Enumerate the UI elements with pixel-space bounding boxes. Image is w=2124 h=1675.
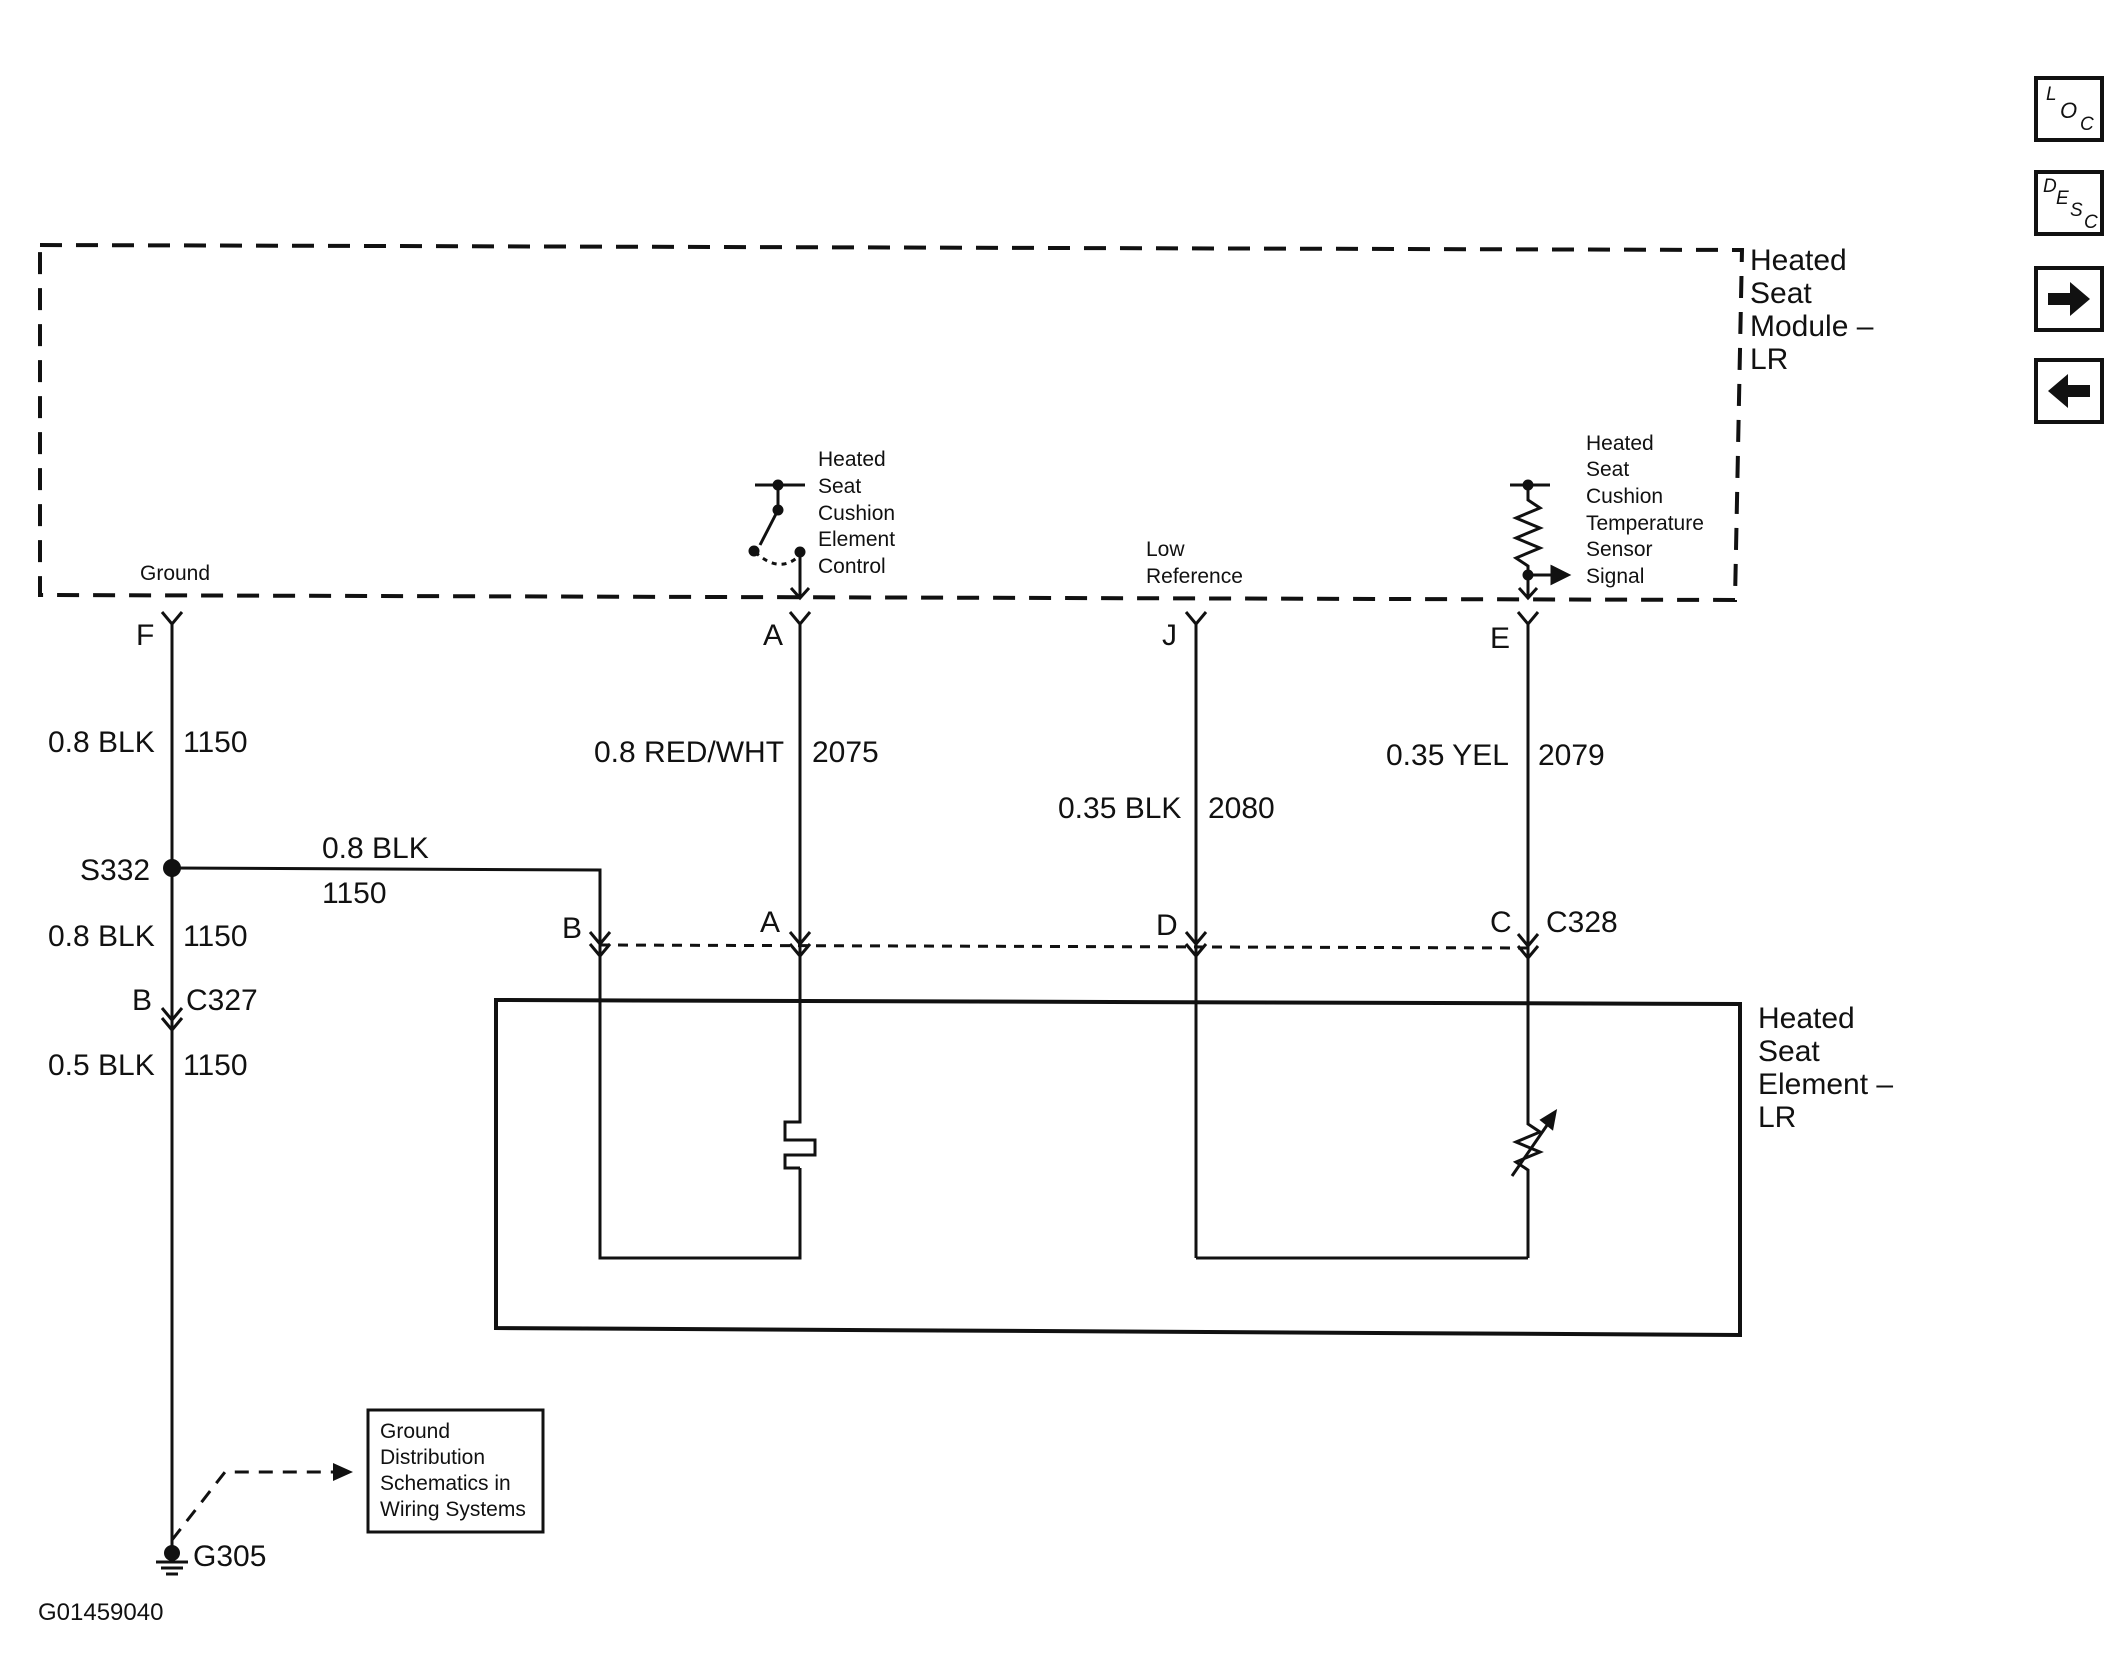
wire-label-ground-bottom: 0.5 BLK 1150 bbox=[48, 1049, 248, 1082]
svg-text:C327: C327 bbox=[186, 984, 258, 1017]
svg-text:Temperature: Temperature bbox=[1586, 512, 1704, 535]
svg-text:Seat: Seat bbox=[1750, 277, 1812, 310]
svg-text:Schematics in: Schematics in bbox=[380, 1472, 511, 1495]
module-pin-j: J bbox=[1162, 611, 1208, 652]
reference-leader bbox=[170, 1463, 353, 1541]
connector-c327: B C327 bbox=[132, 984, 258, 1033]
splice-s332: S332 bbox=[80, 854, 181, 887]
svg-text:B: B bbox=[562, 912, 582, 945]
svg-text:0.5 BLK: 0.5 BLK bbox=[48, 1049, 155, 1082]
svg-text:A: A bbox=[763, 619, 783, 652]
svg-text:0.8 BLK: 0.8 BLK bbox=[48, 726, 155, 759]
svg-text:LR: LR bbox=[1758, 1101, 1796, 1134]
svg-text:F: F bbox=[136, 619, 154, 652]
svg-text:S332: S332 bbox=[80, 854, 150, 887]
temp-sensor-resistor bbox=[1510, 479, 1572, 601]
svg-text:Sensor: Sensor bbox=[1586, 538, 1653, 561]
svg-text:2075: 2075 bbox=[812, 736, 879, 769]
svg-text:Reference: Reference bbox=[1146, 565, 1243, 588]
module-name: Heated Seat Module – LR bbox=[1750, 244, 1874, 376]
next-button[interactable] bbox=[2034, 266, 2104, 332]
ground-label: Ground bbox=[140, 562, 210, 585]
svg-text:Distribution: Distribution bbox=[380, 1446, 485, 1469]
svg-text:E: E bbox=[1490, 622, 1510, 655]
control-label: Heated Seat Cushion Element Control bbox=[818, 448, 895, 578]
svg-text:C328: C328 bbox=[1546, 906, 1618, 939]
element-boundary bbox=[494, 997, 1742, 1338]
wires bbox=[170, 624, 1530, 1530]
connector-c328: B A D C C328 bbox=[562, 906, 1618, 961]
svg-text:0.8 BLK: 0.8 BLK bbox=[48, 920, 155, 953]
svg-text:1150: 1150 bbox=[183, 920, 248, 953]
svg-text:C: C bbox=[1490, 906, 1512, 939]
svg-text:2080: 2080 bbox=[1208, 792, 1275, 825]
module-pin-e: E bbox=[1490, 611, 1540, 655]
ground-g305: G305 bbox=[156, 1530, 266, 1576]
svg-text:Wiring Systems: Wiring Systems bbox=[380, 1498, 526, 1521]
svg-text:1150: 1150 bbox=[183, 1049, 248, 1082]
svg-text:0.35 BLK: 0.35 BLK bbox=[1058, 792, 1181, 825]
svg-text:Element –: Element – bbox=[1758, 1068, 1893, 1101]
svg-text:B: B bbox=[132, 984, 152, 1017]
svg-text:Heated: Heated bbox=[1750, 244, 1847, 277]
wire-label-low-ref: 0.35 BLK 2080 bbox=[1058, 792, 1275, 825]
svg-text:Signal: Signal bbox=[1586, 565, 1644, 588]
module-boundary bbox=[38, 242, 1745, 603]
svg-text:Heated: Heated bbox=[1758, 1002, 1855, 1035]
svg-text:Low: Low bbox=[1146, 538, 1185, 561]
svg-text:Heated: Heated bbox=[1586, 432, 1654, 455]
desc-button[interactable]: D E S C bbox=[2034, 170, 2104, 236]
svg-text:1150: 1150 bbox=[183, 726, 248, 759]
svg-text:Seat: Seat bbox=[1758, 1035, 1820, 1068]
previous-button[interactable] bbox=[2034, 358, 2104, 424]
svg-text:G305: G305 bbox=[193, 1540, 266, 1573]
svg-text:Seat: Seat bbox=[1586, 458, 1629, 481]
svg-text:LR: LR bbox=[1750, 343, 1788, 376]
heating-element-symbol bbox=[783, 1110, 817, 1170]
control-switch-symbol bbox=[748, 479, 811, 601]
module-pin-f: F bbox=[136, 611, 184, 652]
wire-label-ground-mid: 0.8 BLK 1150 bbox=[48, 920, 248, 953]
svg-text:Module –: Module – bbox=[1750, 310, 1874, 343]
svg-text:2079: 2079 bbox=[1538, 739, 1605, 772]
element-name: Heated Seat Element – LR bbox=[1758, 1002, 1893, 1134]
svg-text:D: D bbox=[1156, 909, 1178, 942]
svg-text:J: J bbox=[1162, 619, 1177, 652]
svg-text:Heated: Heated bbox=[818, 448, 886, 471]
svg-text:Ground: Ground bbox=[380, 1420, 450, 1443]
loc-button[interactable]: L O C bbox=[2034, 76, 2104, 142]
svg-text:Seat: Seat bbox=[818, 475, 861, 498]
temperature-label: Heated Seat Cushion Temperature Sensor S… bbox=[1586, 432, 1704, 588]
svg-text:Element: Element bbox=[818, 528, 895, 551]
module-pin-a: A bbox=[763, 611, 812, 652]
wire-label-splice-branch: 0.8 BLK 1150 bbox=[322, 832, 429, 910]
svg-text:A: A bbox=[760, 906, 780, 939]
wire-label-ground-top: 0.8 BLK 1150 bbox=[48, 726, 248, 759]
arrow-right-icon bbox=[2048, 282, 2090, 316]
svg-text:Cushion: Cushion bbox=[1586, 485, 1663, 508]
figure-id: G01459040 bbox=[38, 1599, 163, 1626]
svg-text:0.8 RED/WHT: 0.8 RED/WHT bbox=[594, 736, 784, 769]
thermistor-symbol bbox=[1510, 1108, 1558, 1177]
svg-text:1150: 1150 bbox=[322, 877, 387, 910]
low-reference-label: Low Reference bbox=[1146, 538, 1243, 588]
svg-text:Control: Control bbox=[818, 555, 886, 578]
svg-text:Cushion: Cushion bbox=[818, 502, 895, 525]
svg-text:0.35 YEL: 0.35 YEL bbox=[1386, 739, 1509, 772]
svg-text:0.8 BLK: 0.8 BLK bbox=[322, 832, 429, 865]
wire-label-control: 0.8 RED/WHT 2075 bbox=[594, 736, 879, 769]
ground-distribution-reference-box[interactable]: Ground Distribution Schematics in Wiring… bbox=[366, 1408, 545, 1534]
arrow-left-icon bbox=[2048, 374, 2090, 408]
wire-label-temp: 0.35 YEL 2079 bbox=[1386, 739, 1605, 772]
